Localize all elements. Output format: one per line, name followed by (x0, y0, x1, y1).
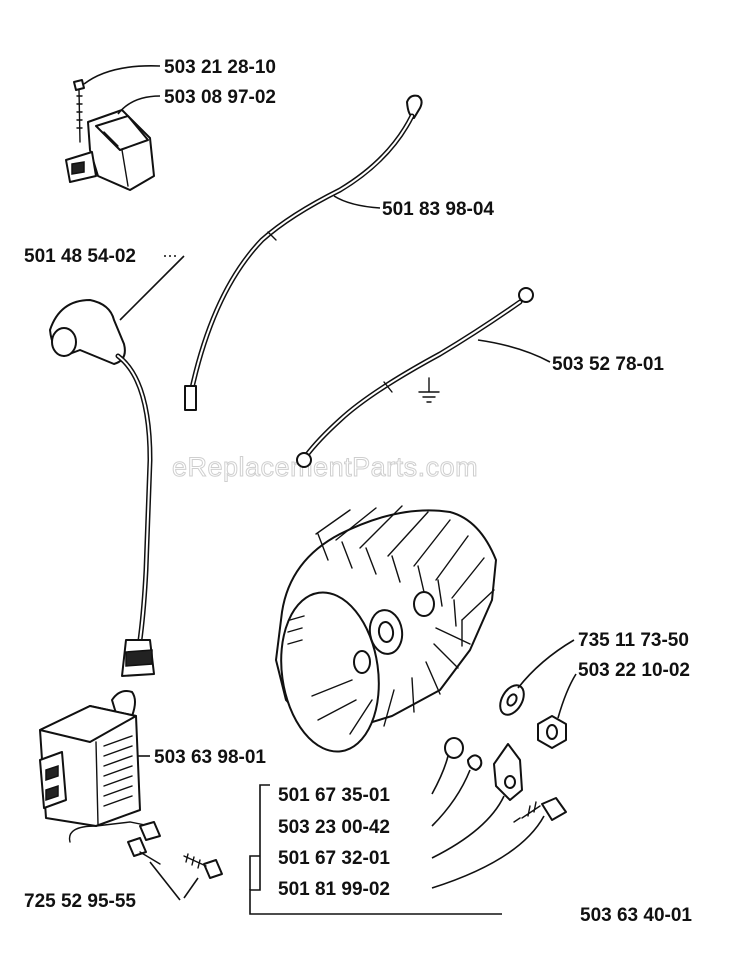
label-screw-top: 503 21 28-10 (164, 57, 276, 78)
leader-coil-screw-a (149, 861, 181, 901)
coil-screw-part (127, 837, 223, 879)
label-kit-item-3: 501 67 32-01 (278, 848, 390, 869)
label-kit-item-4: 501 81 99-02 (278, 879, 390, 900)
label-ground-wire: 503 52 78-01 (552, 354, 664, 375)
label-washer: 735 11 73-50 (578, 630, 689, 651)
nut-part (537, 715, 567, 749)
label-nut: 503 22 10-02 (578, 660, 690, 681)
ignition-module-part (65, 109, 155, 191)
label-wire-top: 501 83 98-04 (382, 199, 494, 220)
leader-kit-item-3 (431, 795, 505, 859)
leader-coil-screw-b (183, 877, 199, 899)
ignition-coil-part (39, 690, 161, 843)
label-flywheel-kit: 503 63 40-01 (580, 905, 692, 926)
kit-bracket-inner (249, 855, 260, 890)
leader-kit-item-1 (431, 755, 449, 795)
label-kit-item-2: 503 23 00-42 (278, 817, 390, 838)
leader-washer (517, 639, 575, 689)
flywheel-part (275, 505, 497, 753)
kit-bracket (249, 784, 502, 915)
watermark: eReplacementParts.com (172, 452, 478, 482)
screw-top-part (73, 79, 85, 143)
kit-small-parts (444, 737, 567, 823)
leader-kit-item-4 (431, 815, 545, 889)
label-coil-screw: 725 52 95-55 (24, 891, 136, 912)
leader-nut (557, 673, 577, 719)
leader-ground-wire (477, 339, 551, 363)
label-spark-plug-boot: 501 48 54-02 (24, 246, 136, 267)
spark-plug-boot-part (49, 299, 155, 677)
ground-symbol-icon (418, 377, 440, 403)
ignition-wire-part (184, 94, 423, 411)
ground-wire-part (296, 287, 534, 468)
leader-screw-top (83, 65, 161, 85)
leader-ignition-module (117, 95, 161, 115)
label-kit-item-1: 501 67 35-01 (278, 785, 390, 806)
washer-part (499, 684, 525, 716)
leader-spark-plug-boot (119, 255, 185, 321)
label-ignition-module: 503 08 97-02 (164, 87, 276, 108)
leader-kit-item-2 (431, 769, 471, 827)
label-ignition-coil: 503 63 98-01 (154, 747, 266, 768)
leader-wire-top (333, 195, 381, 209)
